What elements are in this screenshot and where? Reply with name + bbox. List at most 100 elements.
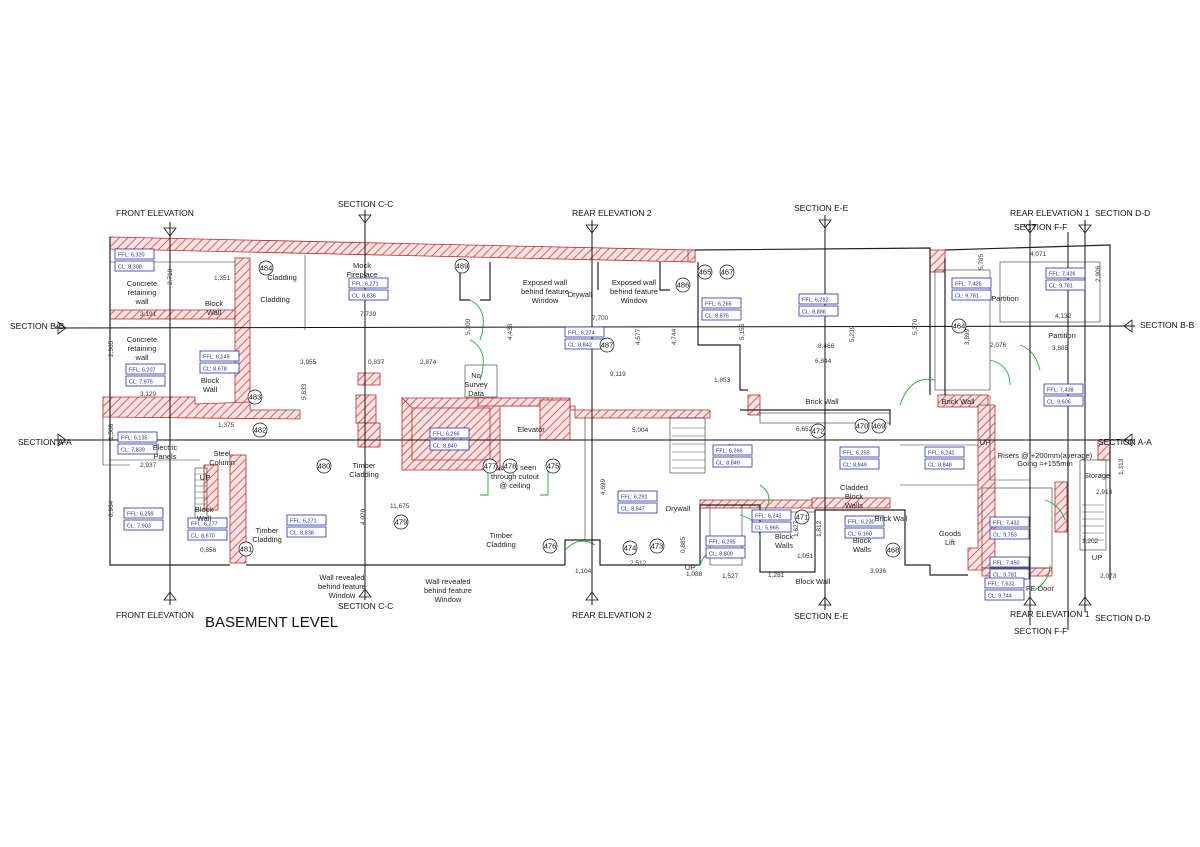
ffl-value: FFL: 7,432 [993, 521, 1020, 527]
cl-value: CL: 9,744 [988, 594, 1012, 600]
annotation-label: Partition [991, 294, 1019, 303]
section-label-bottom: SECTION D-D [1095, 613, 1150, 623]
section-label-top: SECTION F-F [1014, 222, 1067, 232]
room-number-label: 467 [721, 268, 734, 277]
ffl-value: FFL: 6,266 [716, 449, 743, 455]
dimension-label: 6,652 [796, 426, 813, 433]
dimension-label: 0,885 [680, 536, 687, 553]
ffl-value: FFL: 6,259 [127, 512, 154, 518]
dimension-label: 1,202 [1082, 538, 1099, 545]
annotation-label: Block Wall [796, 577, 831, 586]
cl-value: CL: 8,308 [118, 265, 142, 271]
dimension-label: 1,375 [218, 422, 235, 429]
ffl-value: FFL: 6,255 [843, 451, 870, 457]
annotation-label: Cladding [267, 273, 297, 282]
dimension-label: 0,856 [200, 547, 217, 554]
section-label-bottom: SECTION E-E [794, 611, 849, 621]
annotation-label: Going ≈+155mm [1017, 459, 1073, 468]
dimension-label: 4,699 [600, 478, 607, 495]
room-number: 469 [871, 418, 887, 434]
annotation-label: Partition [1048, 331, 1076, 340]
room-number: 467 [719, 264, 735, 280]
room-number-label: 469 [873, 422, 886, 431]
ffl-value: FFL: 7,450 [993, 561, 1020, 567]
doors [469, 299, 1066, 591]
cl-value: CL: 8,670 [191, 534, 215, 540]
room-number-label: 483 [249, 393, 262, 402]
dimension-label: 2,365 [108, 340, 115, 357]
dimension-label: 5,300 [465, 318, 472, 335]
dimension-label: 4,132 [1055, 313, 1072, 320]
dimension-label: 3,899 [964, 328, 971, 345]
room-number-label: 484 [260, 264, 273, 273]
cl-value: CL: 8,848 [928, 463, 952, 469]
section-label-side: SECTION A-A [1098, 437, 1152, 447]
annotation-label: Elevator [517, 425, 545, 434]
room-number-label: 477 [484, 462, 497, 471]
room-number-label: 474 [624, 544, 637, 553]
hatched-walls [102, 236, 1111, 577]
room-number: 464 [951, 318, 967, 334]
cl-value: CL: 7,975 [129, 380, 153, 386]
cl-value: CL: 8,840 [433, 444, 457, 450]
section-label-bottom: REAR ELEVATION 1 [1010, 609, 1090, 619]
ffl-value: FFL: 6,271 [290, 519, 317, 525]
room-number-label: 470 [856, 422, 869, 431]
cl-value: CL: 8,875 [705, 314, 729, 320]
dimension-label: 4,438 [507, 323, 514, 340]
dimension-label: 11,675 [390, 503, 410, 510]
section-label-top: REAR ELEVATION 2 [572, 208, 652, 218]
room-number-label: 487 [601, 341, 614, 350]
room-number-label: 468 [887, 546, 900, 555]
room-number: 479 [393, 514, 409, 530]
cl-value: CL: 7,839 [121, 448, 145, 454]
dimension-label: 6,844 [815, 358, 832, 365]
room-number-label: 465 [699, 268, 712, 277]
room-number: 476 [542, 538, 558, 554]
dimension-label: 1,088 [686, 571, 703, 578]
room-number-label: 471 [796, 513, 809, 522]
section-label-side: SECTION B-B [1140, 320, 1195, 330]
annotation-label: Risers @ +200mm(average) [998, 451, 1093, 460]
dimension-label: 2,076 [990, 342, 1007, 349]
cl-value: CL: 5,965 [755, 526, 779, 532]
cl-value: CL: 9,606 [1047, 400, 1071, 406]
room-number-label: 472 [812, 427, 825, 436]
cl-value: CL: 9,753 [993, 533, 1017, 539]
cl-value: CL: 8,849 [843, 463, 867, 469]
dimension-label: 5,833 [301, 383, 308, 400]
cl-value: CL: 8,838 [290, 531, 314, 537]
ffl-value: FFL: 6,243 [755, 514, 782, 520]
room-number-label: 478 [504, 462, 517, 471]
cl-value: CL: 7,903 [127, 524, 151, 530]
ffl-value: FFL: 6,207 [129, 368, 156, 374]
plan-title: BASEMENT LEVEL [205, 614, 338, 631]
dimension-label: 2,874 [420, 359, 437, 366]
ffl-value: FFL: 6,277 [191, 522, 218, 528]
room-number-label: 479 [395, 518, 408, 527]
